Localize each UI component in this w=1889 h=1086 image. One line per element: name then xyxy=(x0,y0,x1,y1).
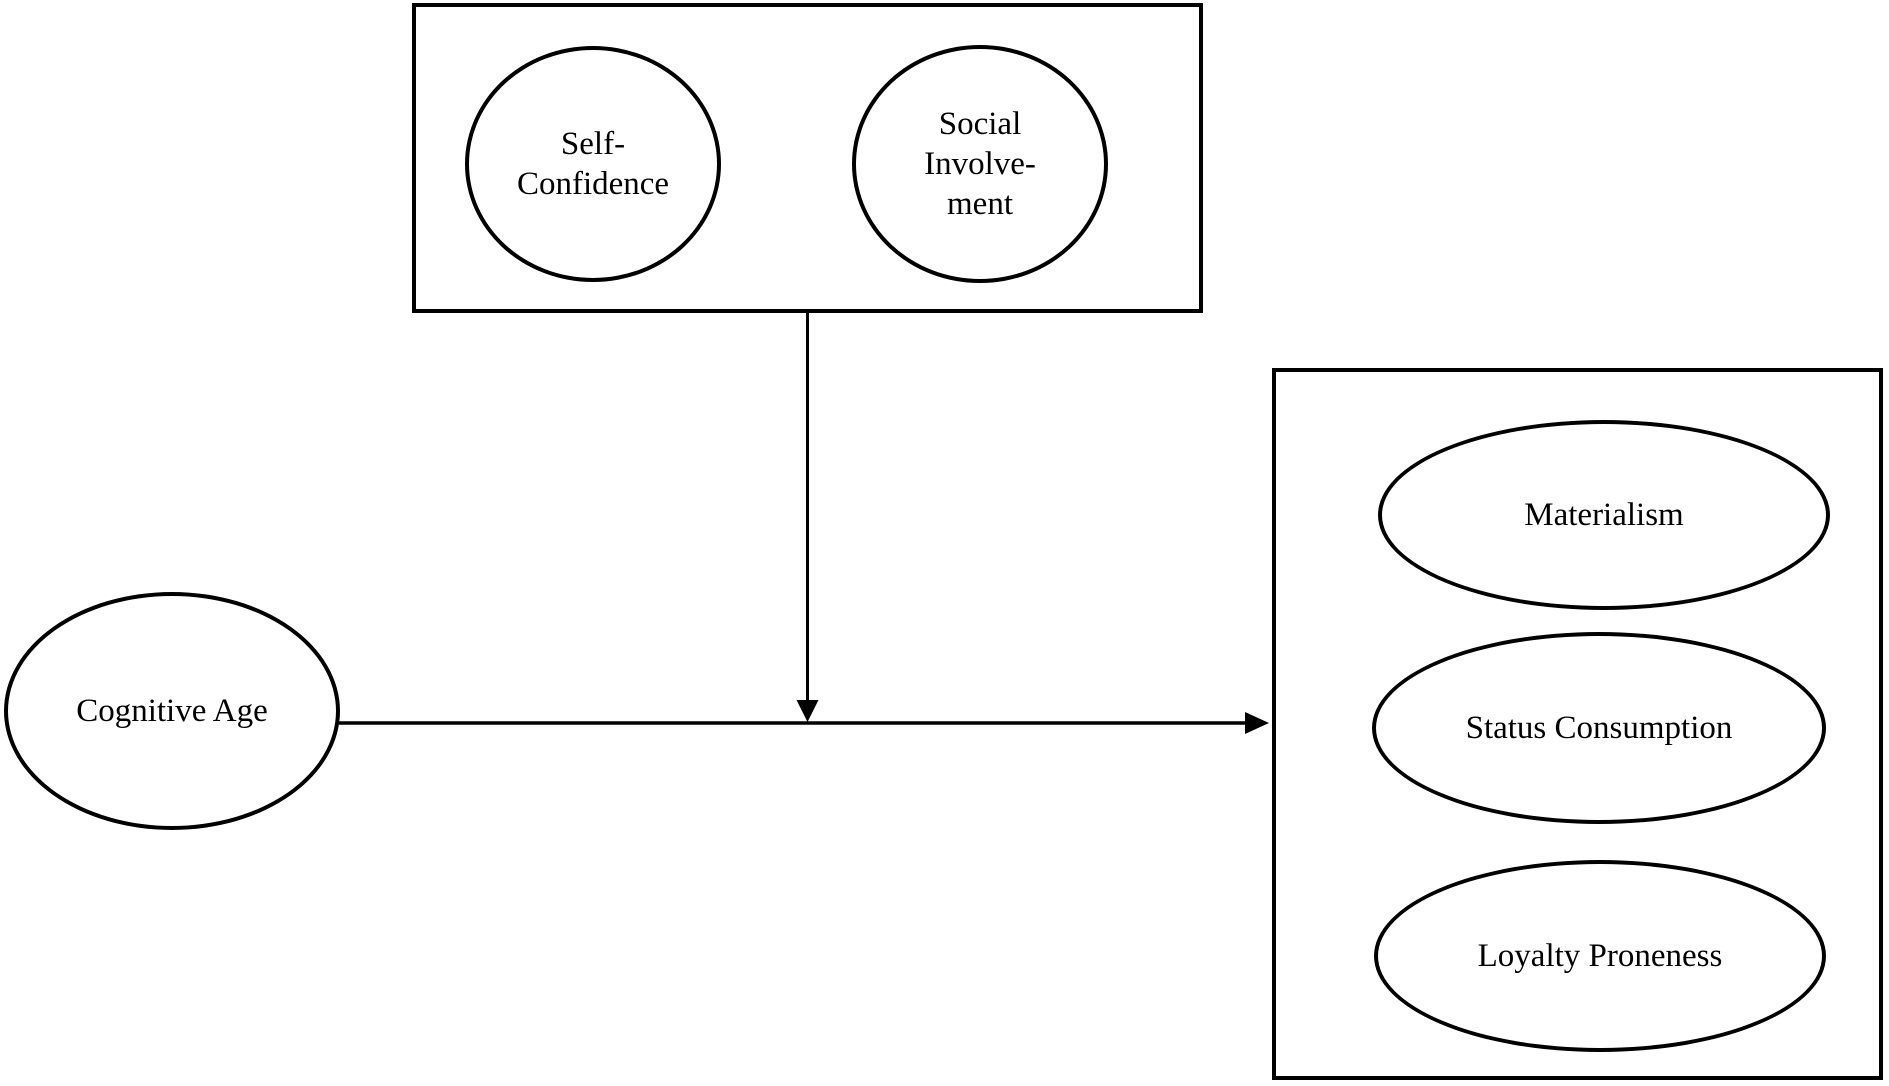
outcome-node-status-consumption: Status Consumption xyxy=(1372,632,1826,824)
independent-node-cognitive-age: Cognitive Age xyxy=(4,592,340,830)
moderation-arrow xyxy=(796,313,819,722)
node-label-line: Confidence xyxy=(516,166,670,202)
node-label-line: ment xyxy=(947,186,1013,222)
moderation-arrowhead xyxy=(796,700,819,722)
node-label: Cognitive Age xyxy=(76,693,268,729)
main-effect-arrowhead xyxy=(1245,712,1269,734)
node-label-line: Self- xyxy=(560,126,626,162)
moderator-node-social-involvement: Social Involve- ment xyxy=(852,45,1108,283)
node-label-line: Involve- xyxy=(924,146,1036,182)
node-label: Loyalty Proneness xyxy=(1477,938,1723,974)
node-label-line: Social xyxy=(938,106,1022,142)
outcome-node-loyalty-proneness: Loyalty Proneness xyxy=(1374,860,1826,1052)
moderator-node-self-confidence: Self- Confidence xyxy=(465,46,721,282)
main-effect-arrow xyxy=(339,712,1269,734)
outcome-node-materialism: Materialism xyxy=(1378,420,1830,610)
node-label: Materialism xyxy=(1524,497,1684,533)
node-label: Status Consumption xyxy=(1465,710,1733,746)
